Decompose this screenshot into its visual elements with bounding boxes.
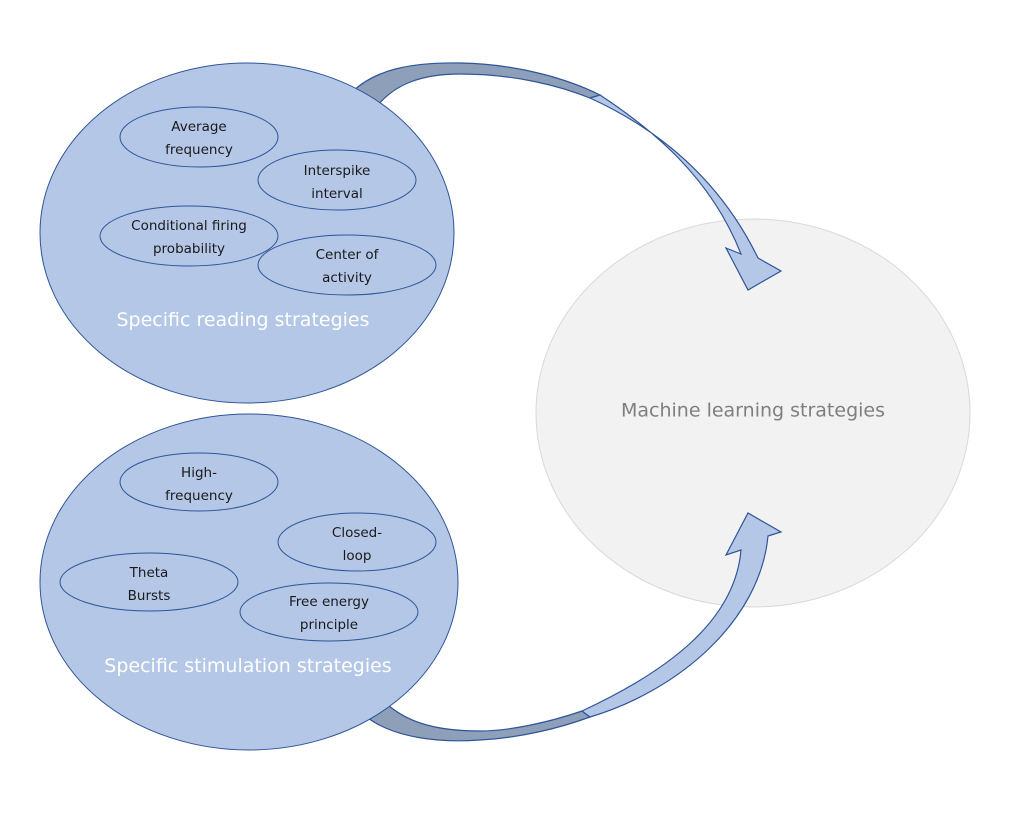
item-line-2: activity — [322, 270, 372, 286]
reading-strategies-label: Specific reading strategies — [116, 309, 369, 331]
reading-item-center-of-activity: Center of activity — [257, 234, 437, 296]
item-ellipse — [277, 512, 437, 572]
reading-strategies-circle — [39, 62, 455, 404]
item-line-1: High- — [181, 465, 217, 481]
stimulation-strategies-label: Specific stimulation strategies — [104, 655, 391, 677]
reading-item-average-frequency: Average frequency — [119, 106, 279, 168]
item-ellipse — [119, 106, 279, 168]
stimulation-item-high-frequency: High- frequency — [119, 452, 279, 512]
stimulation-strategies-circle — [39, 413, 459, 751]
stimulation-item-theta-bursts: Theta Bursts — [59, 552, 239, 612]
item-ellipse — [257, 149, 417, 211]
reading-strategies-group: Average frequency Interspike interval Co… — [39, 62, 455, 404]
item-line-2: frequency — [165, 142, 233, 158]
item-line-1: Interspike — [304, 163, 371, 179]
item-line-2: loop — [343, 548, 372, 564]
reading-item-interspike-interval: Interspike interval — [257, 149, 417, 211]
item-ellipse — [119, 452, 279, 512]
item-line-1: Theta — [129, 565, 169, 581]
stimulation-strategies-group: High- frequency Closed- loop Theta Burst… — [39, 413, 459, 751]
item-ellipse — [99, 205, 279, 267]
item-line-1: Conditional firing — [131, 218, 247, 234]
reading-arrow-tail — [350, 62, 602, 106]
item-line-2: frequency — [165, 488, 233, 504]
machine-learning-circle — [535, 218, 971, 608]
reading-arrow-head — [588, 94, 783, 291]
item-line-2: Bursts — [128, 588, 171, 604]
item-line-2: interval — [311, 186, 362, 202]
item-line-1: Free energy — [289, 594, 369, 610]
stimulation-item-free-energy-principle: Free energy principle — [239, 582, 419, 642]
stimulation-arrow-tail — [366, 704, 592, 742]
item-line-1: Average — [171, 119, 226, 135]
stimulation-item-closed-loop: Closed- loop — [277, 512, 437, 572]
item-ellipse — [239, 582, 419, 642]
item-ellipse — [59, 552, 239, 612]
item-line-1: Closed- — [332, 525, 382, 541]
item-ellipse — [257, 234, 437, 296]
machine-learning-label: Machine learning strategies — [621, 400, 885, 422]
item-line-2: principle — [300, 617, 358, 633]
reading-item-conditional-firing-probability: Conditional firing probability — [99, 205, 279, 267]
item-line-2: probability — [153, 241, 225, 257]
stimulation-arrow-head — [580, 512, 783, 718]
item-line-1: Center of — [316, 247, 380, 263]
